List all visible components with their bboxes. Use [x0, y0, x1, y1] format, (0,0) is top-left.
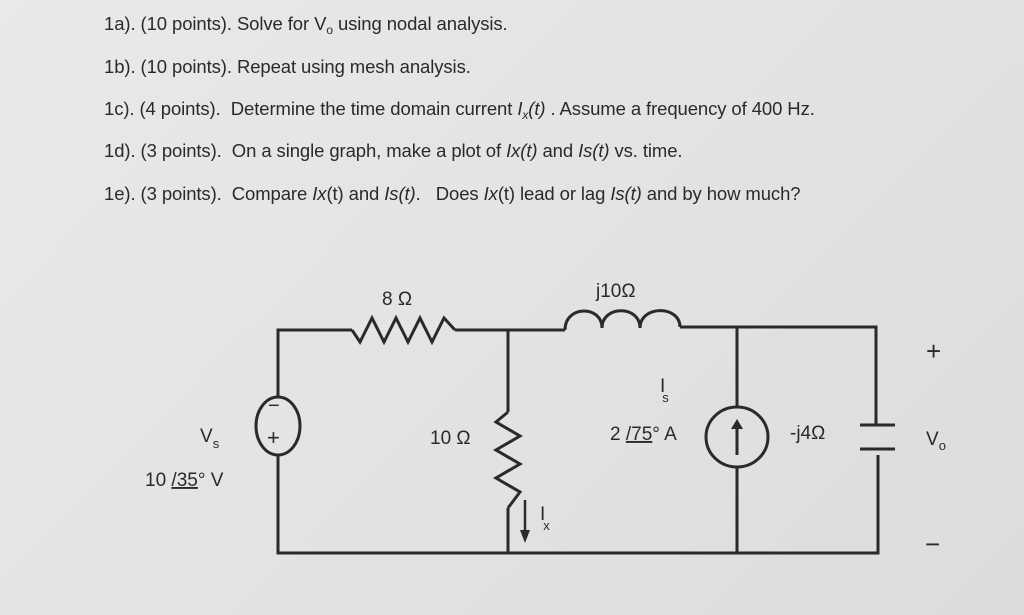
vs-label: Vs — [200, 426, 220, 451]
voltage-source — [254, 395, 302, 457]
current-source-arrowhead-icon — [731, 419, 743, 429]
question-1d: 1d). (3 points). On a single graph, make… — [104, 140, 683, 161]
r1-label: 8 Ω — [382, 289, 412, 310]
wire-left-bottom — [276, 455, 880, 555]
question-1c: 1c). (4 points). Determine the time doma… — [104, 98, 815, 122]
ix-arrowhead-icon — [520, 530, 530, 543]
resistor-10ohm — [493, 410, 523, 509]
r2-label: 10 Ω — [430, 428, 471, 449]
vo-plus: + — [926, 336, 941, 366]
question-1e: 1e). (3 points). Compare Ix(t) and Is(t)… — [104, 183, 801, 204]
vo-minus: − — [925, 529, 940, 559]
resistor-8ohm — [350, 314, 457, 346]
wire-right-top — [680, 325, 878, 425]
vo-label: Vo — [926, 429, 946, 453]
is-value: 2 /75° A — [610, 424, 677, 445]
vs-value: 10 /35° V — [145, 470, 224, 491]
wire-left — [276, 328, 352, 398]
current-source — [704, 405, 770, 469]
l1-label: j10Ω — [595, 281, 636, 302]
question-1b: 1b). (10 points). Repeat using mesh anal… — [104, 56, 471, 77]
vs-plus: + — [267, 425, 280, 450]
question-1a: 1a). (10 points). Solve for Vo using nod… — [104, 13, 508, 37]
inductor-j10 — [563, 309, 682, 331]
vs-minus: − — [268, 395, 280, 417]
c1-label: -j4Ω — [790, 423, 825, 444]
